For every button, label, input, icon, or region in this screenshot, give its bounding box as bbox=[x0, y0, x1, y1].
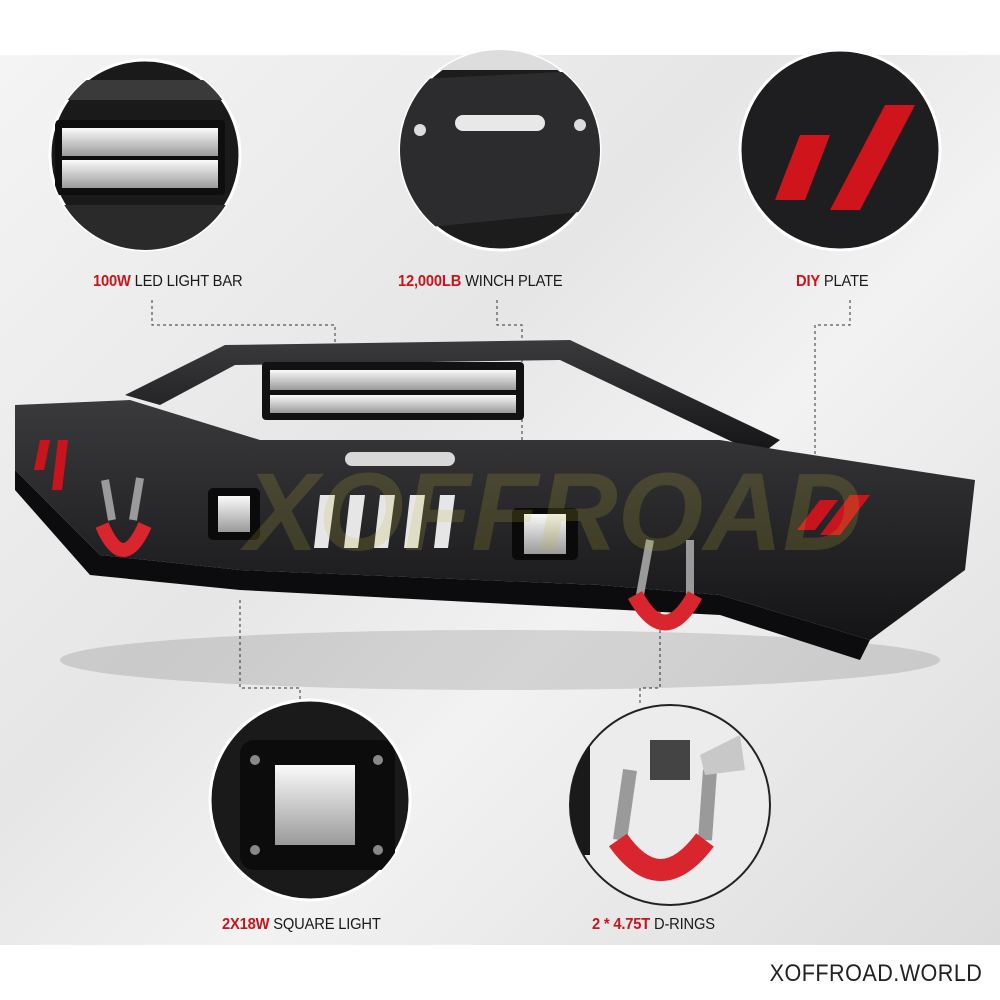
detail-d-rings-circle bbox=[569, 704, 771, 906]
feature-highlight: 2X18W bbox=[222, 916, 270, 933]
detail-winch-plate-circle bbox=[398, 48, 602, 252]
feature-label-diy-plate: DIY PLATE bbox=[796, 273, 869, 291]
feature-label-winch-plate: 12,000LB WINCH PLATE bbox=[398, 273, 563, 291]
detail-light-bar-circle bbox=[48, 58, 242, 252]
connector-lines bbox=[151, 300, 851, 705]
detail-square-light-circle bbox=[208, 698, 412, 902]
feature-highlight: 100W bbox=[93, 273, 131, 290]
feature-highlight: 2 * 4.75T bbox=[592, 916, 651, 933]
feature-label-d-rings: 2 * 4.75T D-RINGS bbox=[592, 916, 715, 934]
feature-text: LED LIGHT BAR bbox=[130, 273, 243, 290]
detail-diy-plate-circle bbox=[738, 48, 942, 252]
feature-text: D-RINGS bbox=[650, 916, 715, 933]
feature-label-square-light: 2X18W SQUARE LIGHT bbox=[222, 916, 381, 934]
feature-text: SQUARE LIGHT bbox=[269, 916, 381, 933]
feature-highlight: DIY bbox=[796, 273, 820, 290]
brand-watermark: XOFFROAD.WORLD bbox=[769, 960, 982, 987]
feature-highlight: 12,000LB bbox=[398, 273, 462, 290]
bumper-shadow bbox=[60, 630, 940, 690]
bumper bbox=[15, 340, 975, 660]
feature-label-light-bar: 100W LED LIGHT BAR bbox=[93, 273, 243, 291]
watermark-logo: XOFFROAD bbox=[239, 451, 862, 574]
feature-text: WINCH PLATE bbox=[461, 273, 563, 290]
feature-text: PLATE bbox=[819, 273, 869, 290]
